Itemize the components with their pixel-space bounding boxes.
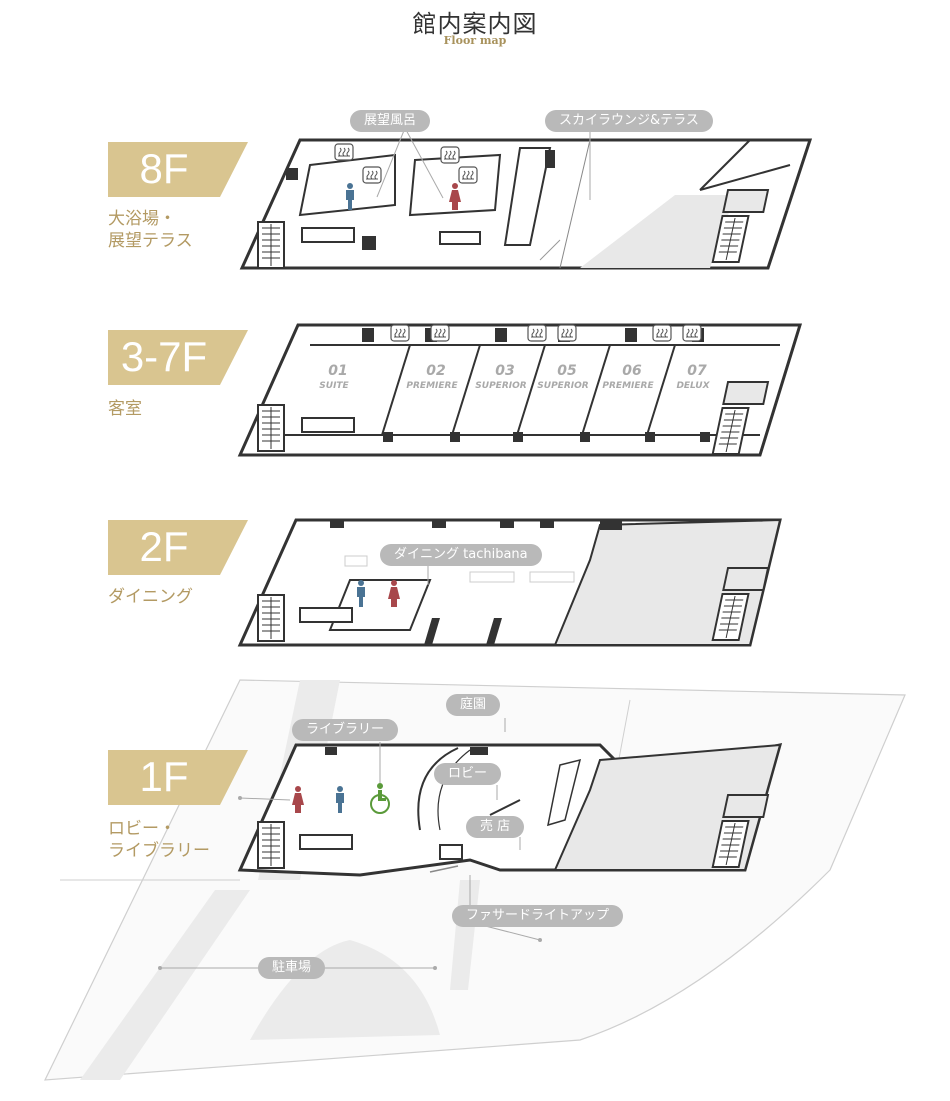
onsen-icon (362, 166, 382, 184)
room-type: SUITE (319, 381, 349, 391)
room-number: 03 (495, 363, 514, 379)
room-number: 02 (426, 363, 445, 379)
floor-desc-3-7f: 客室 (108, 399, 142, 419)
floor-2f-plan (237, 518, 782, 647)
page-title: 館内案内図 (412, 10, 538, 38)
floor-badge-1f: 1F (108, 750, 248, 805)
floor-3-7f-plan: 01 SUITE 02 PREMIERE 03 SUPERIOR 05 SUPE… (237, 323, 803, 457)
accessible-restroom-icon (370, 783, 390, 814)
label-library: ライブラリー (292, 719, 399, 741)
onsen-icon (430, 324, 450, 342)
onsen-icon (682, 324, 702, 342)
onsen-icon (557, 324, 577, 342)
label-facade-lightup: ファサードライトアップ (452, 905, 624, 927)
floor-desc-8f: 大浴場・ 展望テラス (108, 209, 193, 251)
floor-badge-8f: 8F (108, 142, 248, 197)
floor-desc-1f: ロビー・ ライブラリー (108, 819, 210, 861)
label-lobby: ロビー (434, 763, 502, 785)
label-parking: 駐車場 (258, 957, 326, 979)
label-garden: 庭園 (446, 694, 501, 716)
room-type: DELUX (676, 381, 710, 391)
onsen-icon (458, 166, 478, 184)
room-number: 01 (328, 363, 347, 379)
floor-1f-plan (158, 718, 783, 970)
room-number: 05 (557, 363, 577, 379)
onsen-icon (334, 143, 354, 161)
floor-desc-2f: ダイニング (108, 587, 193, 607)
floor-badge-3-7f: 3-7F (108, 330, 248, 385)
room-type: SUPERIOR (475, 381, 526, 391)
grounds (44, 679, 906, 1081)
room-type: SUPERIOR (537, 381, 588, 391)
onsen-icon (527, 324, 547, 342)
label-sky-lounge: スカイラウンジ&テラス (545, 110, 713, 132)
room-type: PREMIERE (406, 381, 458, 391)
room-type: PREMIERE (602, 381, 654, 391)
page-subtitle: Floor map (443, 34, 507, 47)
label-observation-bath: 展望風呂 (350, 110, 431, 132)
label-dining: ダイニング tachibana (380, 544, 542, 566)
onsen-icon (390, 324, 410, 342)
onsen-icon (652, 324, 672, 342)
floor-8f-plan (239, 127, 813, 270)
floor-badge-2f: 2F (108, 520, 248, 575)
room-number: 06 (622, 363, 642, 379)
onsen-icon (440, 146, 460, 164)
label-shop: 売 店 (466, 816, 525, 838)
room-number: 07 (687, 363, 707, 379)
